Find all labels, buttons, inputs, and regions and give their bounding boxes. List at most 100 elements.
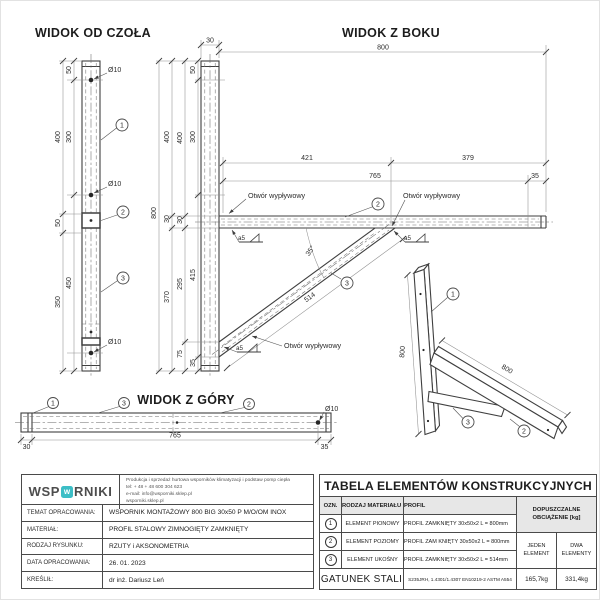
part-balloon-2 [243,398,255,410]
dim-label: 450 [66,277,73,289]
part-balloon-1 [47,397,59,409]
dim-label: 50 [55,219,62,227]
iso-arm-end [557,419,568,435]
dim-label: 800 [500,364,514,376]
field-value: RZUTY i AKSONOMETRIA [109,542,189,550]
part-balloon-2 [371,197,385,211]
field-value: PROFIL STALOWY ZIMNOGIĘTY ZAMKNIĘTY [109,526,249,534]
dim-label: 765 [169,433,181,440]
elements-table-title: TABELA ELEMENTÓW KONSTRUKCYJNYCH [318,474,598,497]
title-block: WSP w RNIKI Produkcja i sprzedaż hurtowa… [21,474,314,589]
load-two-value: 331,4kg [555,568,598,590]
dim-label: 75 [177,350,184,358]
part-balloon-3 [118,397,130,409]
side-view: WIDOK Z BOKU 35° 514 30 800 421 379 765 … [151,26,553,378]
row-ozn: 1 [319,514,342,533]
field-label: RODZAJ RYSUNKU: [22,538,103,555]
hole-marker [315,420,321,425]
dim-label: 300 [190,131,197,143]
logo-icon: w [61,485,74,498]
svg-text:2: 2 [376,202,380,209]
dim-label: 30 [177,216,184,224]
col-header-load: DOPUSZCZALNE OBCIĄŻENIE [kg] [515,496,598,533]
dim-label: 30 [206,38,214,45]
field-value: 26. 01. 2023 [109,559,146,567]
field-label: MATERIAŁ: [22,521,103,538]
logo-text-pr: WSP [28,484,61,500]
technical-drawing: WIDOK OD CZOŁA Ø10 Ø10 Ø10 1 2 3 400 50 … [15,26,571,451]
part-balloon-3 [340,276,354,290]
svg-text:3: 3 [122,401,126,408]
dim-label: 35 [190,359,197,367]
front-view-title: WIDOK OD CZOŁA [35,26,151,40]
row-profile: PROFIL ZAMKNIĘTY 30x50x2 L = 514mm [403,550,517,569]
weep-hole-label: Otwór wypływowy [403,191,461,200]
field-label: TEMAT OPRACOWANIA: [22,505,103,521]
elements-table: TABELA ELEMENTÓW KONSTRUKCYJNYCH OZN. RO… [318,474,598,590]
dim-label: 30 [164,215,171,223]
dim-label: 800 [151,207,158,219]
col-header-profile: PROFIL [403,496,517,515]
svg-text:1: 1 [451,292,455,299]
hole-marker [88,192,94,198]
side-view-title: WIDOK Z BOKU [342,26,440,40]
row-material: ELEMENT UKOŚNY [341,550,404,569]
hole-dia-label: Ø10 [325,406,338,413]
dim-label: 421 [301,155,313,162]
svg-text:2: 2 [121,210,125,217]
part-balloon-2 [116,205,130,219]
load-one-value: 165,7kg [516,568,557,590]
dim-label: 400 [177,132,184,144]
part-balloon-2 [517,424,531,438]
dim-label: 765 [369,173,381,180]
weld-label: a5 [236,345,244,352]
dim-label: 800 [377,45,389,52]
svg-text:1: 1 [51,401,55,408]
hole-marker [88,350,94,356]
svg-text:1: 1 [120,123,124,130]
row-material: ELEMENT PIONOWY [341,514,404,533]
company-info-line: wsporniki.sklep.pl [126,498,164,504]
logo-text-sf: RNIKI [74,484,113,500]
weep-hole-label: Otwór wypływowy [248,191,306,200]
dim-label: 400 [164,131,171,143]
weld-label: a5 [404,235,412,242]
field-value: WSPORNIK MONTAŻOWY 800 BIG 30x50 P M/O/O… [109,509,287,517]
row-profile: PROFIL ZAM KNIĘTY 30x50x2 L = 800mm [403,532,517,551]
field-label: KREŚLIŁ: [22,572,103,588]
top-view: WIDOK Z GÓRY Ø10 1 3 2 30 765 35 [15,392,339,451]
dim-label: 300 [66,131,73,143]
dim-label: 415 [190,269,197,281]
field-label: DATA OPRACOWANIA: [22,555,103,572]
company-info: Produkcja i sprzedaż hurtowa wsporników … [120,475,313,509]
company-info-line: tel: + 48 + 48 600 304 623 [126,484,183,490]
top-view-title: WIDOK Z GÓRY [137,392,235,407]
hole-marker [88,77,94,83]
subheader-one-element: JEDEN ELEMENT [516,532,557,569]
dim-label: 50 [190,66,197,74]
iso-view: 800 800 1 2 3 [399,262,571,440]
part-balloon-1 [115,118,129,132]
hole-dia-label: Ø10 [108,181,121,188]
dim-label: 30 [23,444,31,451]
hole-dia-label: Ø10 [108,67,121,74]
svg-text:2: 2 [247,402,251,409]
part-balloon-1 [446,287,460,301]
dim-label: 379 [462,155,474,162]
weld-label: a5 [238,235,246,242]
dim-label: 350 [55,296,62,308]
svg-text:3: 3 [345,281,349,288]
subheader-two-elements: DWA ELEMENTY [555,532,598,569]
front-brace-section [81,337,101,346]
steel-grade-value: S235JRH, 1.4301/1.4307 EN10219-2 ASTM A5… [403,568,517,590]
svg-text:3: 3 [121,276,125,283]
company-info-line: e-mail: info@wsporniki.sklep.pl [126,491,192,497]
svg-text:3: 3 [466,420,470,427]
side-brace [218,227,397,359]
row-ozn: 3 [319,550,342,569]
part-balloon-3 [116,271,130,285]
dim-label: 800 [399,346,407,358]
row-material: ELEMENT POZIOMY [341,532,404,551]
iso-arm [429,352,559,440]
